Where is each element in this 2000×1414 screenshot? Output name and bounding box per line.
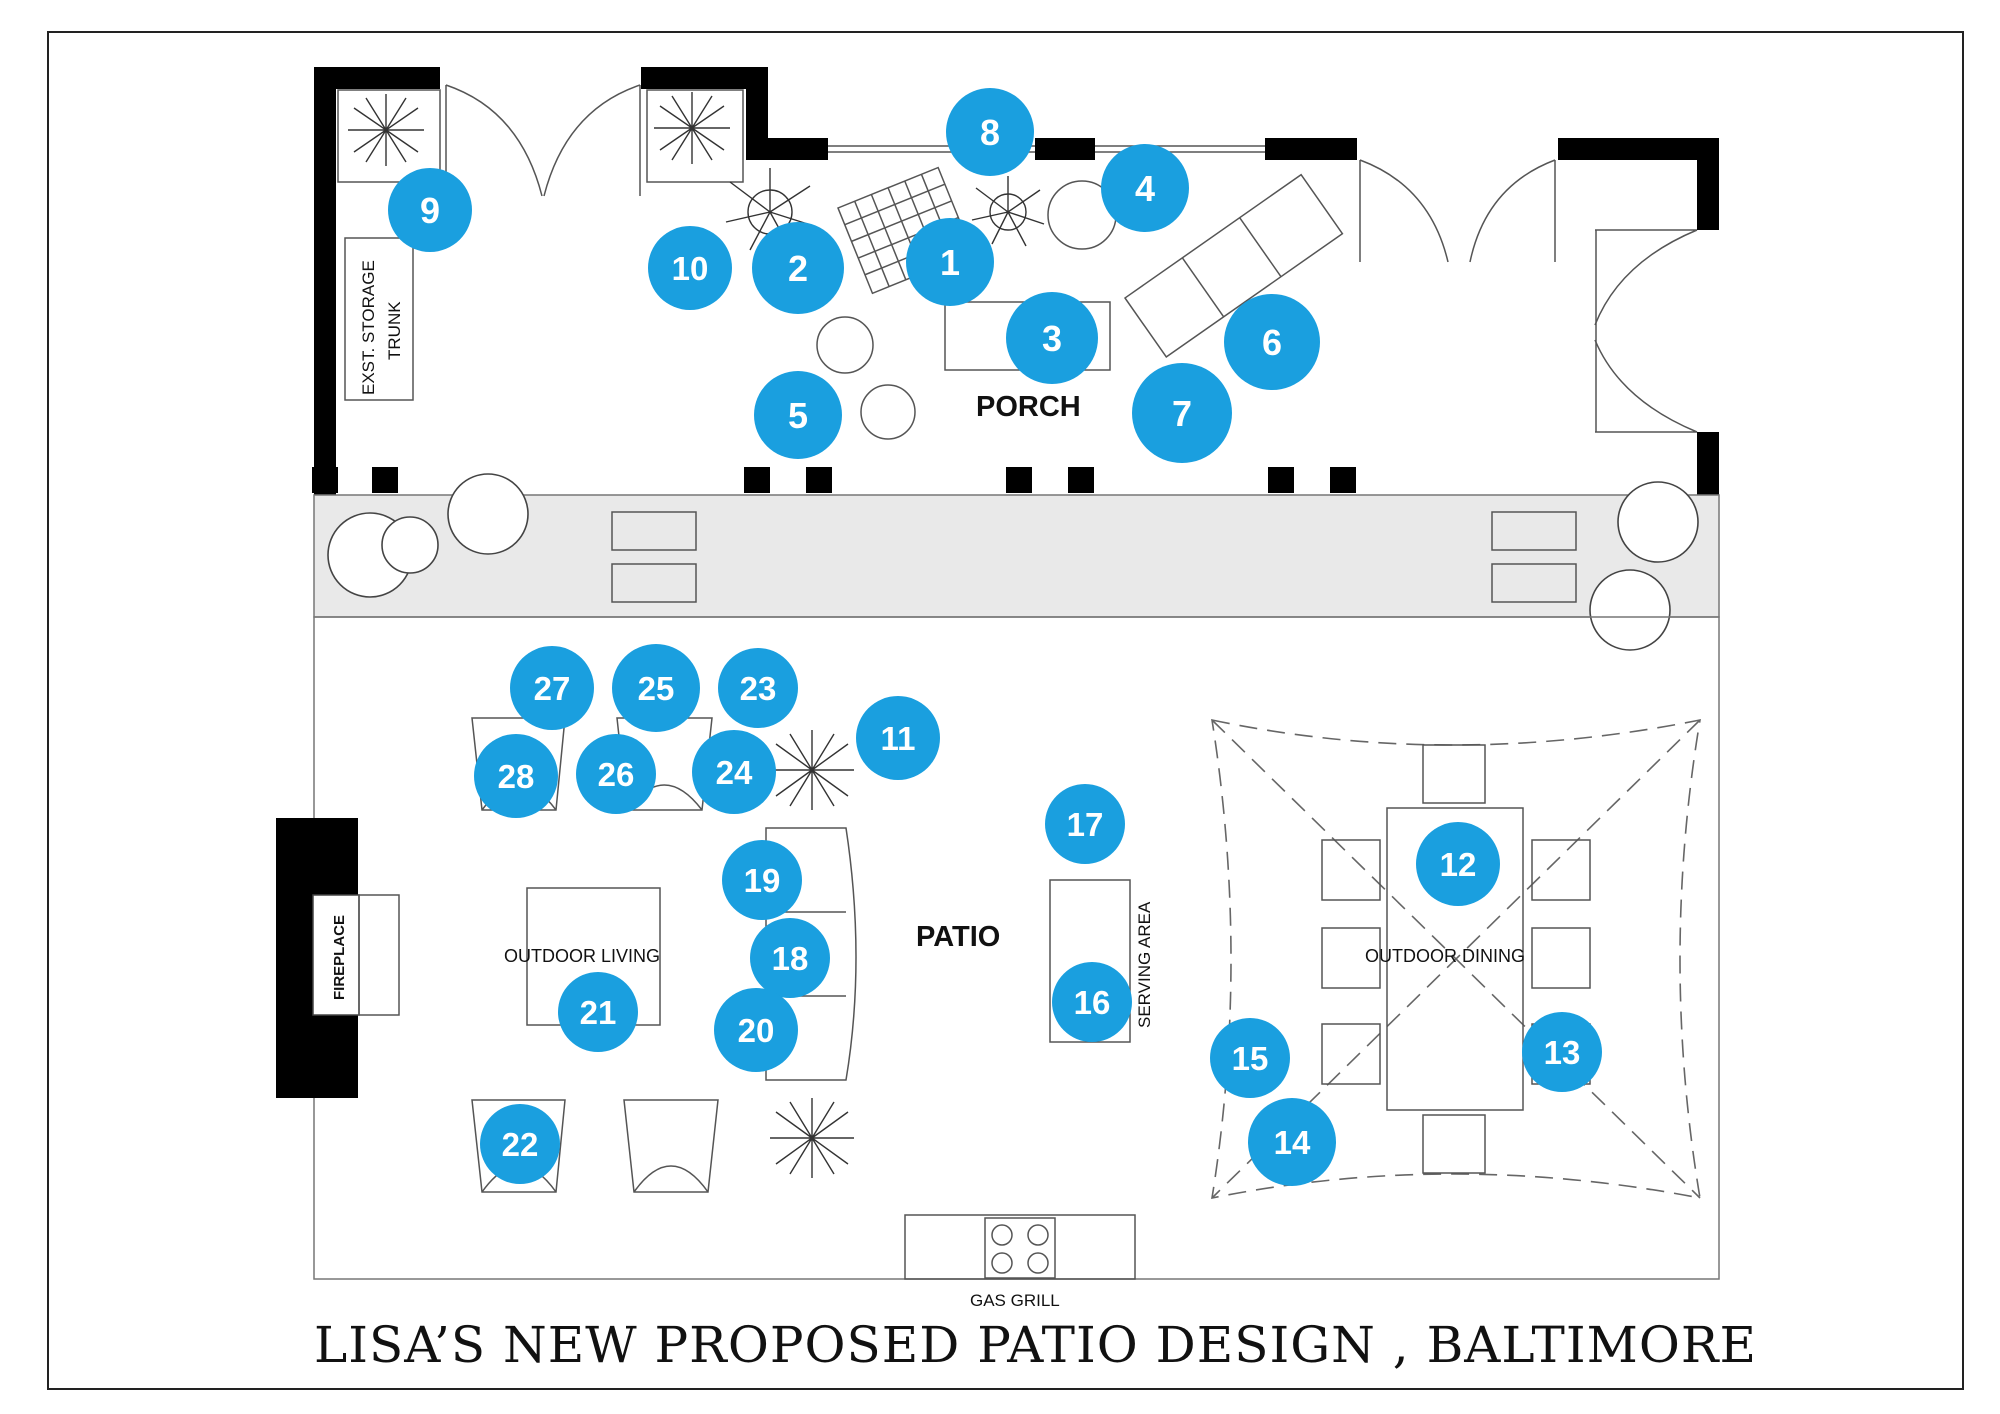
marker-10: 10 — [648, 226, 732, 310]
fireplace-label: FIREPLACE — [331, 915, 348, 1000]
svg-text:3: 3 — [1042, 318, 1062, 359]
marker-26: 26 — [576, 734, 656, 814]
svg-text:21: 21 — [580, 994, 617, 1031]
gas-grill-label: GAS GRILL — [970, 1291, 1060, 1310]
svg-text:27: 27 — [534, 670, 571, 707]
marker-23: 23 — [718, 648, 798, 728]
porch-furniture: EXST. STORAGE TRUNK — [337, 89, 1344, 440]
svg-text:4: 4 — [1135, 168, 1155, 209]
storage-trunk-label-2: TRUNK — [385, 301, 404, 360]
svg-text:13: 13 — [1544, 1034, 1581, 1071]
marker-5: 5 — [754, 371, 842, 459]
wall-top-mid — [641, 67, 767, 89]
svg-text:10: 10 — [672, 250, 709, 287]
marker-18: 18 — [750, 918, 830, 998]
patio-label: PATIO — [916, 921, 1000, 953]
marker-2: 2 — [752, 222, 844, 314]
svg-text:9: 9 — [420, 190, 440, 231]
wall-top-a — [746, 138, 828, 160]
patio-area: FIREPLACE OUTDOOR LIVING SERVING AREA — [276, 616, 1720, 1310]
wall-jamb — [746, 67, 768, 149]
svg-text:22: 22 — [502, 1126, 539, 1163]
marker-8: 8 — [946, 88, 1034, 176]
porch-label: PORCH — [976, 391, 1081, 423]
svg-text:19: 19 — [744, 862, 781, 899]
marker-3: 3 — [1006, 292, 1098, 384]
garden-strip — [313, 473, 1720, 651]
storage-trunk-label-1: EXST. STORAGE — [359, 260, 378, 395]
wall-top-left — [314, 67, 440, 89]
svg-text:24: 24 — [716, 754, 753, 791]
svg-text:16: 16 — [1074, 984, 1111, 1021]
marker-24: 24 — [692, 730, 776, 814]
marker-20: 20 — [714, 988, 798, 1072]
marker-9: 9 — [388, 168, 472, 252]
wall-top-right — [1558, 138, 1718, 160]
svg-text:25: 25 — [638, 670, 675, 707]
svg-text:5: 5 — [788, 395, 808, 436]
outdoor-dining-label: OUTDOOR DINING — [1365, 946, 1525, 966]
page-border — [47, 31, 1964, 1390]
svg-text:1: 1 — [940, 242, 960, 283]
svg-text:17: 17 — [1067, 806, 1104, 843]
svg-text:11: 11 — [881, 720, 916, 757]
svg-text:20: 20 — [738, 1012, 775, 1049]
marker-28: 28 — [474, 734, 558, 818]
marker-1: 1 — [906, 218, 994, 306]
marker-22: 22 — [480, 1104, 560, 1184]
svg-text:12: 12 — [1440, 846, 1477, 883]
marker-12: 12 — [1416, 822, 1500, 906]
outdoor-living-label: OUTDOOR LIVING — [504, 946, 660, 966]
svg-text:7: 7 — [1172, 393, 1192, 434]
svg-text:18: 18 — [772, 940, 809, 977]
svg-text:8: 8 — [980, 112, 1000, 153]
marker-19: 19 — [722, 840, 802, 920]
svg-text:23: 23 — [740, 670, 777, 707]
wall-left — [314, 67, 336, 495]
marker-11: 11 — [856, 696, 940, 780]
marker-15: 15 — [1210, 1018, 1290, 1098]
marker-21: 21 — [558, 972, 638, 1052]
gas-grill — [904, 1214, 1136, 1280]
svg-text:2: 2 — [788, 248, 808, 289]
lounge-chair — [1123, 173, 1344, 359]
plan-title: LISA’S NEW PROPOSED PATIO DESIGN , BALTI… — [314, 1316, 1757, 1374]
marker-6: 6 — [1224, 294, 1320, 390]
marker-16: 16 — [1052, 962, 1132, 1042]
porch-walls — [312, 67, 1719, 495]
svg-text:28: 28 — [498, 758, 535, 795]
marker-4: 4 — [1101, 144, 1189, 232]
serving-counter — [1049, 879, 1131, 1043]
marker-25: 25 — [612, 644, 700, 732]
wall-top-c — [1265, 138, 1357, 160]
marker-13: 13 — [1522, 1012, 1602, 1092]
wall-top-b — [1035, 138, 1095, 160]
wall-right-bottom — [1697, 432, 1719, 495]
serving-area-label: SERVING AREA — [1135, 901, 1154, 1028]
svg-text:14: 14 — [1274, 1124, 1311, 1161]
porch-plants — [348, 92, 1045, 253]
marker-14: 14 — [1248, 1098, 1336, 1186]
svg-text:6: 6 — [1262, 322, 1282, 363]
marker-27: 27 — [510, 646, 594, 730]
svg-text:15: 15 — [1232, 1040, 1269, 1077]
marker-7: 7 — [1132, 363, 1232, 463]
dining-table — [1386, 807, 1524, 1111]
storage-trunk — [344, 237, 414, 401]
marker-17: 17 — [1045, 784, 1125, 864]
wall-right-top — [1697, 138, 1719, 230]
svg-text:26: 26 — [598, 756, 635, 793]
